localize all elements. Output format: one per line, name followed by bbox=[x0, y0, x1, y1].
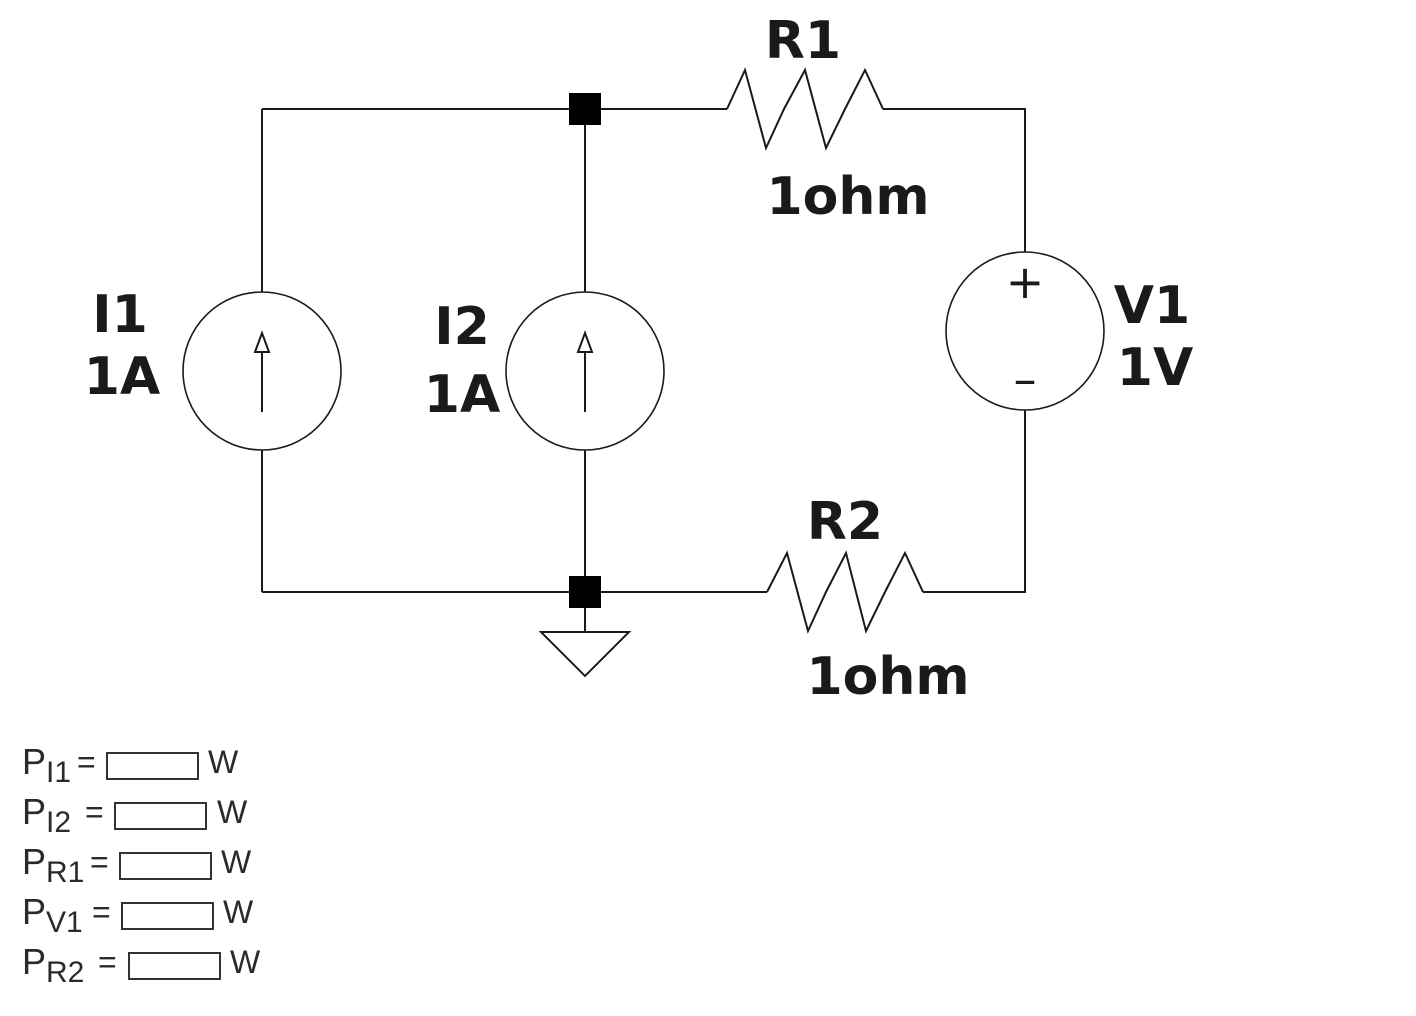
unit-label: W bbox=[230, 944, 261, 980]
v1-plus-sign: + bbox=[1006, 255, 1045, 309]
node-bottom bbox=[569, 576, 601, 608]
r2-value-label: 1ohm bbox=[806, 647, 969, 707]
resistor-r1-icon bbox=[726, 67, 884, 151]
power-symbol: P bbox=[22, 941, 47, 982]
power-subscript: R1 bbox=[46, 856, 85, 889]
equals-sign: = bbox=[92, 894, 111, 930]
i1-value-label: 1A bbox=[84, 347, 160, 407]
power-symbol: P bbox=[22, 791, 47, 832]
power-label: PR2 bbox=[22, 940, 85, 989]
power-symbol: P bbox=[22, 841, 47, 882]
v1-name-label: V1 bbox=[1114, 276, 1190, 336]
power-subscript: V1 bbox=[46, 906, 83, 939]
power-subscript: I2 bbox=[46, 806, 72, 839]
answer-input-pi2[interactable] bbox=[114, 802, 207, 830]
power-symbol: P bbox=[22, 741, 47, 782]
answer-row-v1: PV1 = W bbox=[22, 890, 282, 939]
i1-name-label: I1 bbox=[92, 285, 148, 345]
power-label: PI1 bbox=[22, 740, 72, 789]
power-label: PI2 bbox=[22, 790, 72, 839]
power-subscript: I1 bbox=[46, 756, 72, 789]
unit-label: W bbox=[221, 844, 252, 880]
v1-value-label: 1V bbox=[1117, 338, 1193, 398]
equals-sign: = bbox=[85, 794, 104, 830]
power-subscript: R2 bbox=[46, 956, 85, 989]
power-label: PV1 bbox=[22, 890, 83, 939]
resistor-r2-icon bbox=[766, 550, 924, 634]
wire-r1-to-v1 bbox=[883, 108, 1026, 252]
equals-sign: = bbox=[90, 844, 109, 880]
wire-v1-to-r2 bbox=[923, 410, 1026, 593]
answer-row-r1: PR1 = W bbox=[22, 840, 282, 889]
answer-row-i2: PI2 = W bbox=[22, 790, 282, 839]
r1-value-label: 1ohm bbox=[766, 167, 929, 227]
answer-input-pv1[interactable] bbox=[121, 902, 214, 930]
answer-row-r2: PR2 = W bbox=[22, 940, 282, 989]
answer-input-pr1[interactable] bbox=[119, 852, 212, 880]
i2-name-label: I2 bbox=[434, 297, 490, 357]
node-top bbox=[569, 93, 601, 125]
v1-minus-sign: – bbox=[1014, 352, 1037, 406]
r1-name-label: R1 bbox=[765, 11, 841, 71]
r2-name-label: R2 bbox=[807, 492, 883, 552]
answer-input-pi1[interactable] bbox=[106, 752, 199, 780]
current-source-i2 bbox=[505, 291, 665, 451]
power-symbol: P bbox=[22, 891, 47, 932]
power-label: PR1 bbox=[22, 840, 85, 889]
ground-icon bbox=[538, 631, 632, 678]
equals-sign: = bbox=[77, 744, 96, 780]
answer-input-pr2[interactable] bbox=[128, 952, 221, 980]
i2-value-label: 1A bbox=[424, 365, 500, 425]
current-source-i1 bbox=[182, 291, 342, 451]
voltage-source-v1: + – bbox=[945, 251, 1105, 411]
answer-row-i1: PI1 = W bbox=[22, 740, 282, 789]
unit-label: W bbox=[208, 744, 239, 780]
equals-sign: = bbox=[98, 944, 117, 980]
unit-label: W bbox=[223, 894, 254, 930]
unit-label: W bbox=[217, 794, 248, 830]
